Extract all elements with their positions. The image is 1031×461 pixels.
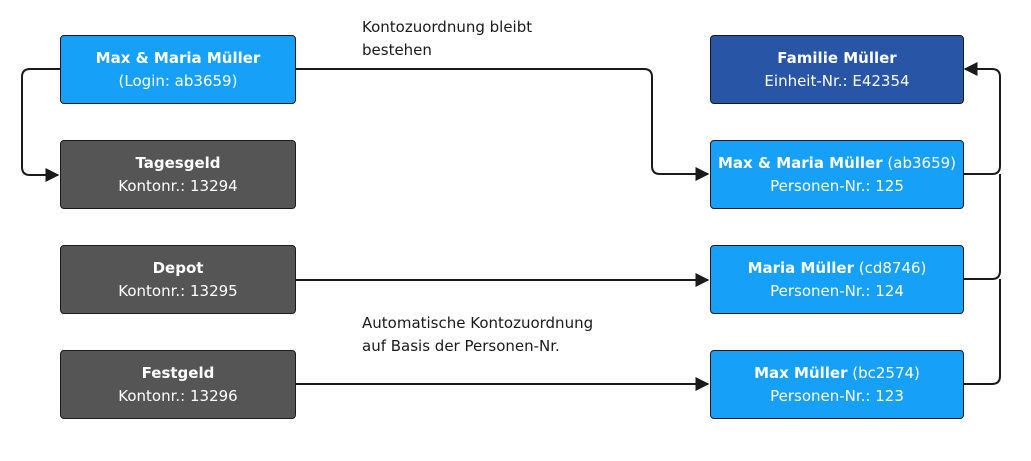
node-subtitle: Personen-Nr.: 123 bbox=[770, 386, 904, 405]
connector-maria-to-familie bbox=[963, 174, 1001, 280]
node-login-id: (cd8746) bbox=[858, 258, 927, 277]
annotation-line: bestehen bbox=[362, 41, 432, 59]
node-title: Familie Müller bbox=[777, 48, 897, 67]
annotation-line: auf Basis der Personen-Nr. bbox=[362, 337, 560, 355]
account-node-tagesgeld: Tagesgeld Kontonr.: 13294 bbox=[60, 140, 296, 209]
annotation-line: Kontozuordnung bleibt bbox=[362, 18, 533, 36]
node-subtitle: Einheit-Nr.: E42354 bbox=[764, 71, 910, 90]
node-title: Festgeld bbox=[141, 363, 215, 382]
node-title: Max & Maria Müller bbox=[717, 153, 883, 172]
connector-max-to-familie bbox=[963, 279, 1001, 385]
connector-max-maria-to-familie bbox=[963, 62, 1001, 175]
node-title: Depot bbox=[152, 258, 204, 277]
node-title: Max Müller bbox=[754, 363, 848, 382]
node-title: Max & Maria Müller bbox=[95, 48, 261, 67]
node-subtitle: Personen-Nr.: 124 bbox=[770, 281, 904, 300]
person-node-maria: Maria Müller (cd8746) Personen-Nr.: 124 bbox=[710, 245, 964, 314]
annotation-line: Automatische Kontozuordnung bbox=[362, 314, 594, 332]
person-node-max-maria: Max & Maria Müller (ab3659) Personen-Nr.… bbox=[710, 140, 964, 209]
connector-login-to-max-maria bbox=[295, 68, 710, 181]
node-subtitle: Kontonr.: 13294 bbox=[118, 176, 238, 195]
node-login-id: (ab3659) bbox=[887, 153, 957, 172]
node-login-id: (bc2574) bbox=[852, 363, 920, 382]
node-subtitle: Personen-Nr.: 125 bbox=[770, 176, 904, 195]
node-title: Maria Müller bbox=[747, 258, 854, 277]
person-node-max: Max Müller (bc2574) Personen-Nr.: 123 bbox=[710, 350, 964, 419]
unit-node-familie: Familie Müller Einheit-Nr.: E42354 bbox=[710, 35, 964, 104]
node-title: Tagesgeld bbox=[135, 153, 221, 172]
account-node-depot: Depot Kontonr.: 13295 bbox=[60, 245, 296, 314]
node-subtitle: (Login: ab3659) bbox=[118, 71, 238, 90]
annotation-bottom: Automatische Kontozuordnung auf Basis de… bbox=[362, 312, 593, 358]
login-node-max-maria: Max & Maria Müller (Login: ab3659) bbox=[60, 35, 296, 104]
account-node-festgeld: Festgeld Kontonr.: 13296 bbox=[60, 350, 296, 419]
node-subtitle: Kontonr.: 13296 bbox=[118, 386, 238, 405]
connector-login-to-tagesgeld bbox=[21, 68, 60, 182]
annotation-top: Kontozuordnung bleibt bestehen bbox=[362, 16, 532, 62]
node-subtitle: Kontonr.: 13295 bbox=[118, 281, 238, 300]
